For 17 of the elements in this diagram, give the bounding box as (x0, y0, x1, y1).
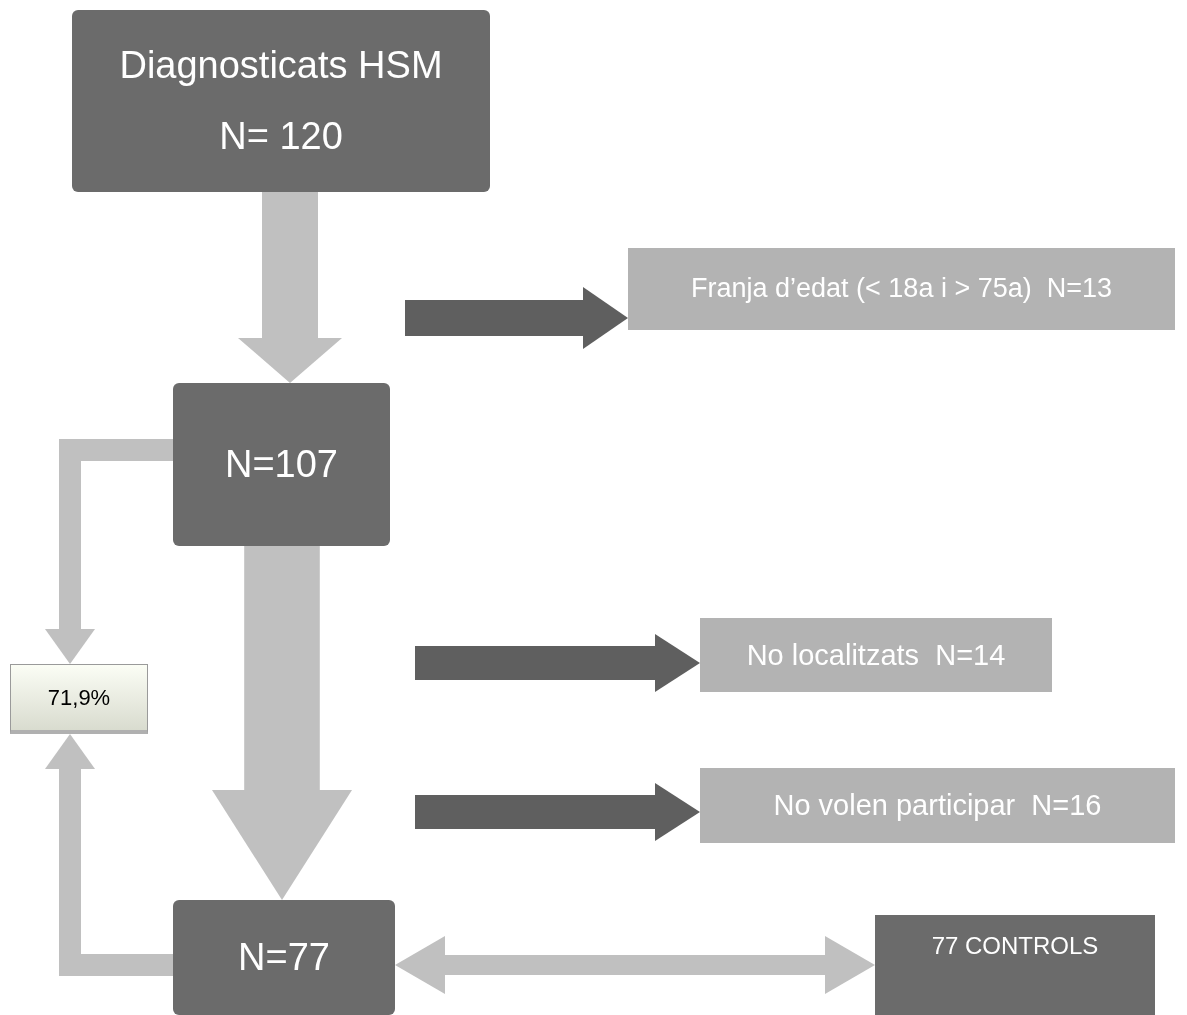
node-label: 77 CONTROLS (931, 931, 1099, 961)
exclusion-box (700, 768, 1175, 843)
node-label: N=107 (224, 441, 338, 487)
node-label: Franja d’edat (< 18a i > 75a) N=13 (691, 272, 1112, 306)
process-box (72, 10, 490, 192)
process-box (173, 900, 395, 1015)
node-label: No volen participar N=16 (773, 788, 1102, 824)
node-label: N=77 (238, 934, 330, 980)
controls-box (875, 915, 1155, 1015)
process-box (173, 383, 390, 546)
node-label: N= 120 (219, 114, 343, 159)
node-label: No localitzats N=14 (746, 637, 1006, 673)
exclusion-box (628, 248, 1175, 330)
exclusion-box (700, 618, 1052, 692)
percentage-box (10, 664, 148, 734)
node-label: 71,9% (47, 683, 111, 712)
node-label: Diagnosticats HSM (119, 42, 443, 88)
